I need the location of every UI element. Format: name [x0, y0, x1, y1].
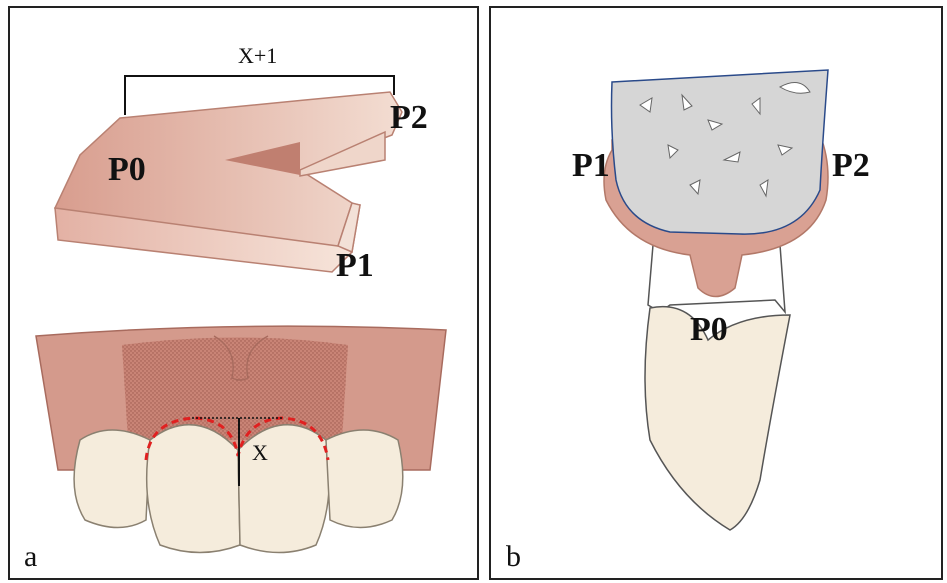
- label-p1-a: P1: [336, 247, 374, 284]
- bone-block: [612, 70, 829, 234]
- tooth-lateral-right: [326, 430, 403, 528]
- label-p2-a: P2: [390, 99, 428, 136]
- panel-letter-b: b: [506, 540, 521, 573]
- measure-label-gap: X: [252, 440, 268, 465]
- label-p0-b: P0: [690, 311, 728, 348]
- panel-letter-a: a: [24, 540, 37, 573]
- label-p0-a: P0: [108, 151, 146, 188]
- measure-label-top: X+1: [238, 43, 277, 68]
- label-p2-b: P2: [832, 147, 870, 184]
- tooth-lateral-left: [74, 430, 150, 528]
- tooth-central-left: [147, 425, 240, 553]
- label-p1-b: P1: [572, 147, 610, 184]
